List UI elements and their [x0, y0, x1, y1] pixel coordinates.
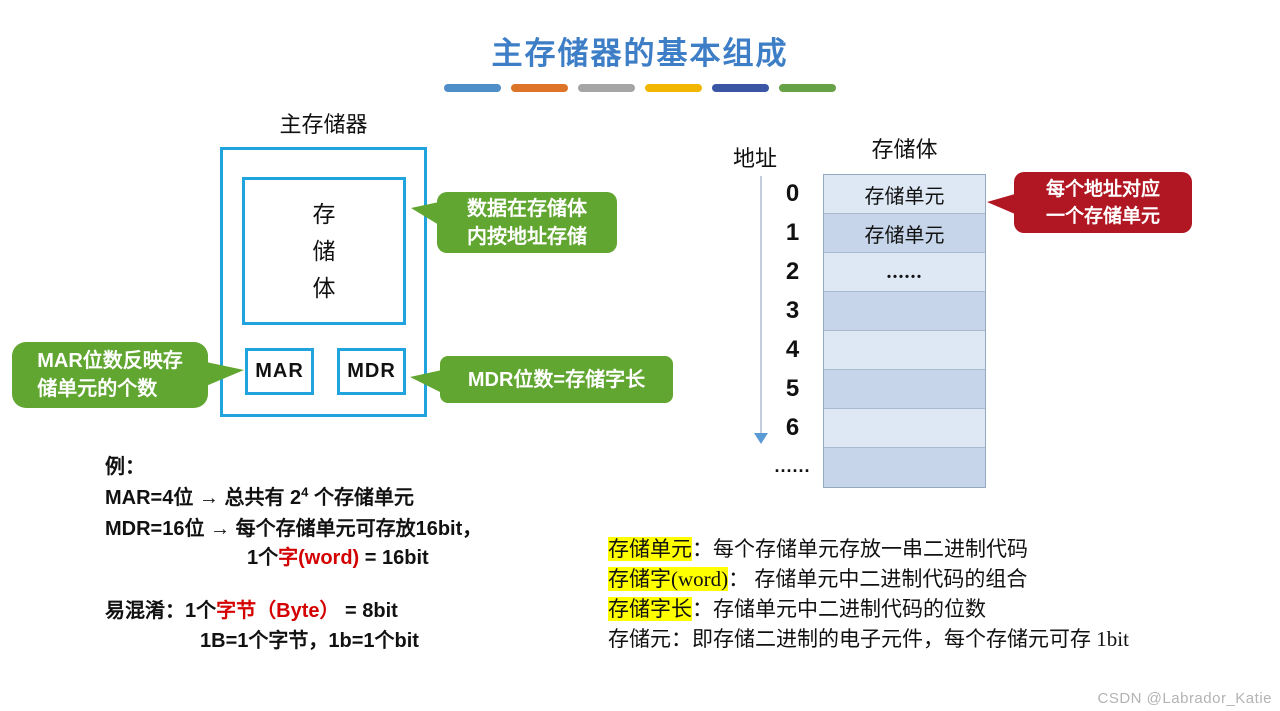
definition-term: 存储字长 [608, 597, 692, 621]
confusion-red: 字节（Byte） [216, 600, 340, 622]
table-row [824, 448, 985, 487]
address-value: 4 [785, 335, 800, 363]
main-memory-label: 主存储器 [279, 112, 368, 137]
memory-body-box: 存 储 体 [242, 177, 406, 325]
mar-register-box: MAR [245, 348, 314, 395]
table-row [824, 409, 985, 448]
definition-rest: ： 存储单元中二进制代码的组合 [728, 567, 1028, 591]
confusion-line: 易混淆：1个字节（Byte） = 8bit [105, 594, 398, 623]
callout-data-storage-text: 数据在存储体 内按地址存储 [467, 197, 587, 248]
example-word-line: 1个字(word) = 16bit [247, 541, 429, 570]
address-value: 3 [785, 296, 800, 324]
definition-term: 存储字(word) [608, 567, 729, 591]
address-header: 地址 [733, 146, 778, 171]
callout-mar-note: MAR位数反映存 储单元的个数 [12, 342, 244, 408]
byte-line: 1B=1个字节，1b=1个bit [200, 630, 419, 652]
callout-pointer-left-icon [410, 370, 442, 393]
memory-bank-header: 存储体 [871, 137, 938, 162]
mdr-register-box: MDR [337, 348, 406, 395]
address-value: 2 [785, 257, 800, 285]
mdr-label: MDR [347, 360, 396, 382]
example-mdr-line: MDR=16位 → 每个存储单元可存放16bit， [105, 518, 483, 540]
down-arrow-icon [754, 433, 768, 444]
mar-line-post: 个存储单元 [308, 487, 414, 509]
definition-rest: ：每个存储单元存放一串二进制代码 [692, 537, 1028, 561]
callout-address-note-text: 每个地址对应 一个存储单元 [1045, 178, 1160, 227]
definition-line: 存储元：即存储二进制的电子元件，每个存储元可存 1bit [608, 624, 1228, 654]
table-row: 存储单元 [824, 175, 985, 214]
example-heading: 例： [105, 456, 145, 478]
callout-mdr-note: MDR位数=存储字长 [410, 356, 673, 403]
callout-address-note: 每个地址对应 一个存储单元 [987, 172, 1192, 233]
callout-mdr-note-text: MDR位数=存储字长 [467, 368, 646, 391]
address-value: 1 [785, 218, 800, 246]
address-axis-line [760, 176, 762, 434]
definition-rest: 即存储二进制的电子元件，每个存储元可存 1bit [692, 627, 1129, 651]
word-line-post: = 16bit [359, 547, 429, 569]
definition-line: 存储字(word)： 存储单元中二进制代码的组合 [608, 564, 1228, 594]
address-value: 5 [785, 374, 800, 402]
dash-blue [444, 84, 501, 92]
dash-darkblue [712, 84, 769, 92]
table-row-ellipsis: ...... [824, 253, 985, 292]
mar-line-exponent: 4 [301, 484, 309, 500]
word-line-red: 字(word) [278, 547, 360, 569]
table-row [824, 370, 985, 409]
callout-mar-note-text: MAR位数反映存 储单元的个数 [37, 350, 183, 400]
definition-term: 存储元： [608, 627, 692, 651]
mar-label: MAR [255, 360, 304, 382]
title-underline-dashes [0, 84, 1280, 92]
table-row [824, 292, 985, 331]
address-value-ellipsis: ...... [774, 456, 811, 476]
definition-rest: ：存储单元中二进制代码的位数 [692, 597, 986, 621]
dash-green [779, 84, 836, 92]
example-mar-line: MAR=4位 → 总共有 24 个存储单元 [105, 481, 414, 510]
callout-pointer-left-icon [987, 194, 1015, 214]
address-value: 6 [785, 413, 800, 441]
word-line-pre: 1个 [247, 547, 279, 569]
confusion-pre: 易混淆：1个 [105, 600, 217, 622]
mar-line-pre: MAR=4位 → 总共有 2 [105, 487, 302, 509]
memory-bank-table: 存储单元 存储单元 ...... [823, 174, 986, 488]
address-value: 0 [785, 179, 800, 207]
watermark: CSDN @Labrador_Katie [1097, 690, 1272, 707]
definition-line: 存储字长：存储单元中二进制代码的位数 [608, 594, 1228, 624]
address-column: 0 1 2 3 4 5 6 ...... [770, 174, 815, 486]
memory-body-label: 存 储 体 [312, 201, 336, 301]
definition-term: 存储单元 [608, 537, 692, 561]
page-title: 主存储器的基本组成 [491, 36, 789, 71]
dash-orange [511, 84, 568, 92]
dash-gray [578, 84, 635, 92]
definition-line: 存储单元：每个存储单元存放一串二进制代码 [608, 534, 1228, 564]
callout-pointer-left-icon [411, 202, 439, 225]
table-row: 存储单元 [824, 214, 985, 253]
dash-gold [645, 84, 702, 92]
callout-pointer-right-icon [206, 362, 244, 386]
confusion-post: = 8bit [339, 600, 398, 622]
callout-data-storage: 数据在存储体 内按地址存储 [411, 192, 617, 253]
definitions-block: 存储单元：每个存储单元存放一串二进制代码 存储字(word)： 存储单元中二进制… [608, 534, 1228, 654]
table-row [824, 331, 985, 370]
